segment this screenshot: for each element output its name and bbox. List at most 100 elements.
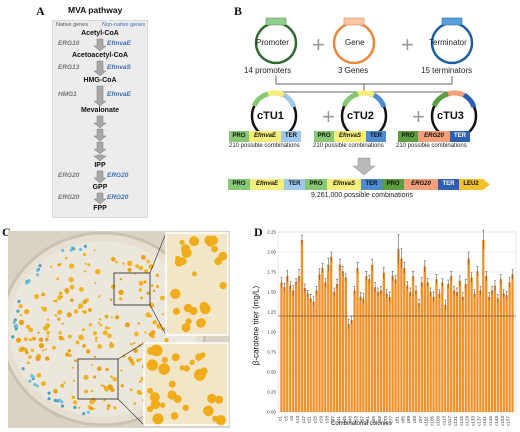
bar (344, 277, 347, 412)
bar (467, 258, 470, 412)
x-tick-label: c49 (348, 416, 353, 424)
colony (152, 413, 164, 425)
colony (127, 267, 132, 272)
colony (79, 287, 84, 292)
colony (211, 245, 218, 253)
nonnative-gene-label: ERG20 (107, 172, 129, 179)
colony (60, 295, 64, 298)
bar (441, 282, 444, 412)
colony (164, 338, 169, 343)
x-tick-label: c37 (330, 416, 335, 424)
colony (21, 367, 25, 371)
bar (458, 280, 462, 412)
pathway-arrow (93, 85, 107, 107)
colony (16, 337, 22, 343)
bar (332, 292, 336, 412)
bars (280, 230, 514, 412)
bar (508, 282, 511, 412)
ctu2-label: cTU2 (347, 110, 374, 122)
x-tick-label: c77 (389, 416, 394, 424)
x-tick-label: c137 (476, 416, 481, 426)
colony (69, 248, 73, 252)
colony (140, 296, 144, 300)
colony (156, 284, 160, 288)
tu3-gene: ERG20 (418, 131, 450, 142)
colony (129, 358, 134, 363)
y-tick-label: 2.25 (267, 230, 276, 235)
colony (144, 331, 147, 334)
y-tick-label: 0.75 (267, 350, 276, 355)
tu2-pro: PRO (314, 131, 334, 142)
x-tick-label: c33 (324, 416, 329, 424)
colony (94, 282, 97, 285)
colony (69, 263, 75, 269)
x-tick-label: c113 (441, 416, 446, 426)
colony (30, 374, 34, 378)
assembly-diagram (250, 17, 478, 176)
bar (359, 296, 362, 412)
colony (147, 387, 154, 394)
bar (420, 282, 424, 412)
colony (129, 388, 133, 392)
final-ter-3: TER (438, 179, 459, 190)
colony (54, 299, 58, 303)
colony (38, 337, 44, 342)
colony (57, 309, 63, 315)
bar (356, 268, 359, 412)
colony (137, 322, 140, 325)
metabolite-label: Mevalonate (80, 107, 120, 114)
colony (218, 251, 228, 261)
colony (74, 359, 77, 362)
colony (138, 288, 142, 292)
x-tick-label: c97 (418, 416, 423, 424)
x-tick-label: c121 (453, 416, 458, 426)
colony (68, 277, 74, 283)
pathway-arrow (93, 60, 107, 77)
colony (13, 318, 17, 322)
x-tick-label: c25 (313, 416, 318, 424)
colony (112, 377, 117, 382)
colony (78, 306, 81, 309)
plus-sign: + (322, 104, 335, 129)
colony (28, 355, 32, 359)
colony (61, 322, 64, 325)
metabolite-label: Acetoacetyl-CoA (71, 52, 128, 59)
colony (81, 328, 85, 332)
colony (182, 404, 189, 411)
x-tick-label: c21 (307, 416, 312, 424)
colony (133, 341, 136, 345)
colony (97, 366, 102, 371)
panel-label-b: B (234, 4, 243, 18)
colony (107, 333, 112, 339)
colony (152, 320, 157, 325)
colony (88, 323, 92, 327)
bar (394, 279, 397, 412)
colony (215, 415, 226, 426)
leu2-marker: LEU2 (463, 181, 479, 187)
metabolite-label: IPP (94, 162, 106, 169)
colony (115, 260, 118, 264)
colony (18, 304, 23, 309)
colony (146, 291, 150, 295)
x-tick-label: c129 (465, 416, 470, 426)
colony (181, 323, 191, 333)
titer-bar-chart: 0.000.250.500.751.001.251.501.752.002.25… (267, 230, 517, 426)
metabolite-label: Acetyl-CoA (81, 30, 119, 37)
colony (71, 395, 76, 400)
final-gene-1: EfmvaE (250, 179, 284, 190)
colony (199, 301, 209, 311)
promoter-count: 14 promoters (244, 66, 292, 75)
colony (45, 323, 51, 329)
colony (41, 292, 45, 297)
colony (66, 312, 72, 318)
colony (47, 335, 50, 338)
pathway-arrow (93, 154, 107, 162)
y-ticks: 0.000.250.500.751.001.251.501.752.002.25 (267, 230, 276, 415)
assembly-arrow (352, 157, 376, 176)
colony (120, 384, 124, 388)
colony (114, 315, 120, 320)
colony (41, 381, 46, 387)
bar (370, 264, 374, 412)
bar (362, 298, 365, 412)
x-tick-label: c109 (435, 416, 440, 426)
